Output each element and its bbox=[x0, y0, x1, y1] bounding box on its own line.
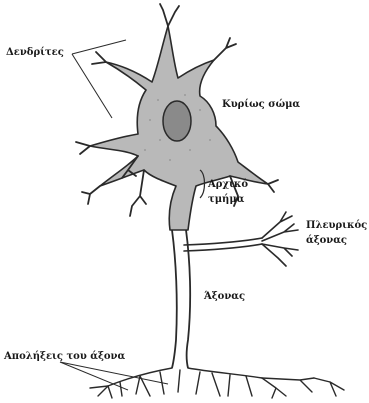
nucleus bbox=[163, 101, 191, 141]
axon-terminals bbox=[90, 368, 344, 398]
label-dendrites: Δενδρίτες bbox=[6, 46, 64, 59]
label-collateral-1: Πλευρικός bbox=[306, 219, 367, 232]
collateral-axon bbox=[184, 212, 298, 266]
label-terminals: Απολήξεις του άξονα bbox=[4, 350, 125, 363]
label-initial-segment-2: τμήμα bbox=[208, 193, 244, 206]
label-cell-body: Κυρίως σώμα bbox=[222, 98, 300, 111]
label-collateral-2: άξονας bbox=[306, 234, 347, 247]
label-initial-segment-1: Αρχικό bbox=[208, 178, 248, 191]
label-axon: Άξονας bbox=[204, 290, 245, 303]
